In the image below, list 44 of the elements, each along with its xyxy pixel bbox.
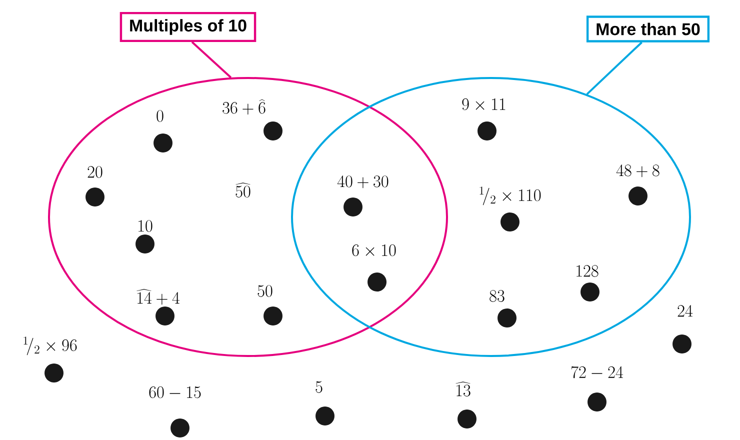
dot [368,272,386,292]
number-label: $\widehat{14} + 4$ [136,289,180,305]
dot [344,198,362,216]
dot [136,234,154,254]
number-label: $24$ [678,305,693,317]
leader-line [586,42,642,95]
dot [264,306,282,326]
dot [580,282,600,302]
dot [154,134,172,152]
number-label: $6 \times 10$ [352,244,396,256]
title-box: Multiples of 10 [120,12,256,42]
number-label: $20$ [88,166,102,178]
dot [156,306,174,326]
number-label: $9 \times 11$ [462,98,506,110]
number-label: $36 + \widehat{6}$ [222,99,266,115]
dot [86,188,104,206]
dot [458,410,476,428]
number-label: ${}^{1}\!/_{2} \times 110$ [480,186,541,206]
dot [498,308,516,328]
title-box: More than 50 [586,16,710,42]
dot [316,406,334,426]
dot [44,364,64,382]
number-label: $5$ [316,381,322,393]
dot [478,122,496,140]
number-label: $128$ [576,265,598,277]
number-label: $50$ [258,285,272,297]
dot [170,418,190,438]
number-label: $\widehat{13}$ [456,382,470,396]
number-label: $48 + 8$ [616,164,660,178]
number-label: $83$ [490,290,504,302]
number-label: $60 - 15$ [149,386,201,398]
number-label: $\widehat{50}$ [236,182,250,198]
dot [672,334,692,354]
dot [628,186,648,206]
dot [500,212,520,232]
dot [588,392,606,412]
number-label: $40 + 30$ [337,175,388,188]
number-label: $10$ [138,220,152,232]
dot [264,122,282,140]
number-label: $0$ [156,110,164,122]
number-label: ${}^{1}\!/_{2} \times 96$ [24,336,77,356]
set-ellipse [291,77,691,357]
leader-line [191,41,232,78]
number-label: $72 - 24$ [571,366,624,378]
